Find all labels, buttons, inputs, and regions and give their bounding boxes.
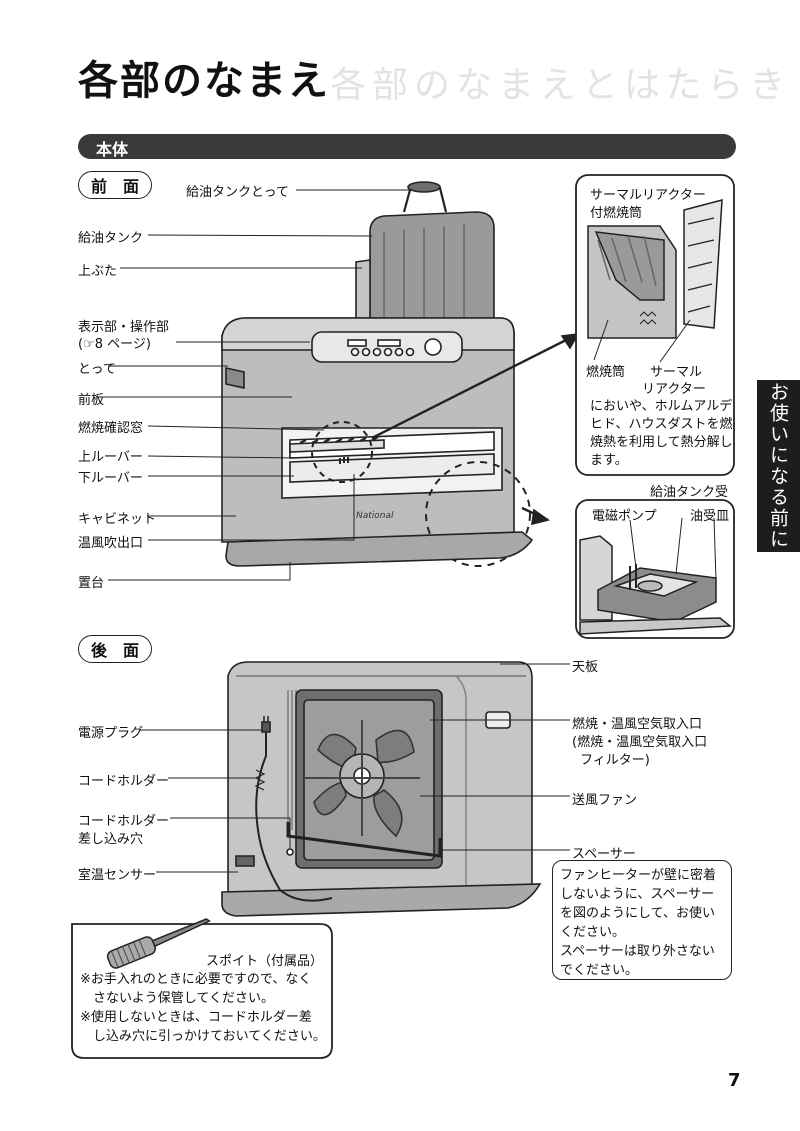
spacer-note-box (552, 860, 732, 980)
label-lower-louver: 下ルーバー (78, 471, 143, 486)
label-lid: 上ぶた (78, 264, 118, 279)
spacer-note-6: でください。 (560, 963, 639, 978)
back-heater-illustration (221, 661, 542, 917)
label-tank-receiver: 給油タンク受 (650, 485, 729, 500)
back-heading: 後 面 (78, 635, 153, 663)
spacer-note-5: スペーサーは取り外さない (560, 944, 715, 959)
label-room-sensor: 室温センサー (78, 868, 157, 883)
back-leader-lines (140, 663, 570, 873)
label-intake-1: 燃焼・温風空気取入口 (572, 717, 703, 732)
spacer-note-1: ファンヒーターが壁に密着 (560, 868, 717, 883)
dropper-note-2: さないよう保管してください。 (80, 991, 274, 1006)
reactor-desc-4: ます。 (590, 453, 628, 468)
ghost-title-bleedthrough: 各部のなまえとはたらき (330, 65, 792, 106)
reactor-title-2: 付燃焼筒 (590, 206, 643, 221)
front-heater-illustration: National (221, 181, 580, 567)
label-intake-2: (燃焼・温風空気取入口 (572, 735, 708, 750)
brand-mark: National (356, 511, 394, 521)
reactor-title-1: サーマルリアクター (590, 188, 706, 203)
section-bar (78, 134, 736, 159)
label-spacer: スペーサー (572, 847, 636, 862)
dropper-title: スポイト（付属品） (206, 954, 324, 969)
label-oil-tray: 油受皿 (690, 509, 730, 524)
front-heading: 前 面 (78, 171, 153, 199)
label-top-plate: 天板 (572, 660, 599, 675)
tank-receiver-inset (575, 499, 735, 639)
front-leader-lines (96, 189, 717, 581)
dropper-note-1: ※お手入れのときに必要ですので、なく (80, 972, 312, 987)
label-display-ref[interactable]: (☞8 ページ) (78, 337, 151, 352)
spacer-note-2: しないように、スペーサー (560, 887, 715, 902)
label-upper-louver: 上ルーバー (78, 450, 143, 465)
label-cabinet: キャビネット (78, 512, 157, 527)
page-title: 各部のなまえ (78, 58, 330, 104)
label-cord-holder: コードホルダー (78, 774, 170, 789)
label-window: 燃焼確認窓 (78, 421, 144, 436)
dropper-note-3: ※使用しないときは、コードホルダー差 (80, 1010, 312, 1025)
label-base: 置台 (78, 576, 105, 591)
reactor-inset (575, 174, 735, 476)
label-intake-3: フィルター) (580, 753, 650, 768)
label-display: 表示部・操作部 (78, 320, 170, 335)
label-tank-handle: 給油タンクとって (186, 185, 289, 200)
dropper-note-4: し込み穴に引っかけておいてください。 (80, 1029, 326, 1044)
reactor-label-burner: 燃焼筒 (586, 365, 626, 380)
spacer-note-3: を図のようにして、お使い (560, 906, 715, 921)
label-side-handle: とって (78, 362, 116, 377)
label-power-plug: 電源プラグ (78, 726, 144, 741)
reactor-label-reactor-2: リアクター (642, 382, 706, 397)
label-pump: 電磁ポンプ (592, 509, 657, 524)
reactor-desc-2: ヒド、ハウスダストを燃 (590, 417, 733, 432)
label-fan: 送風ファン (572, 793, 638, 808)
label-tank: 給油タンク (78, 231, 144, 246)
page-number: 7 (728, 1070, 741, 1091)
reactor-desc-1: においや、ホルムアルデ (590, 399, 733, 414)
label-front-panel: 前板 (78, 393, 105, 408)
label-outlet: 温風吹出口 (78, 536, 144, 551)
label-cord-hole-2: 差し込み穴 (78, 832, 144, 847)
side-tab[interactable]: お使いになる前に (757, 380, 800, 552)
dropper-inset (71, 918, 333, 1059)
reactor-desc-3: 焼熱を利用して熱分解し (590, 435, 733, 450)
label-cord-hole-1: コードホルダー (78, 814, 170, 829)
section-label: 本体 (96, 140, 129, 159)
spacer-note-4: ください。 (560, 925, 626, 940)
reactor-label-reactor-1: サーマル (650, 365, 703, 380)
